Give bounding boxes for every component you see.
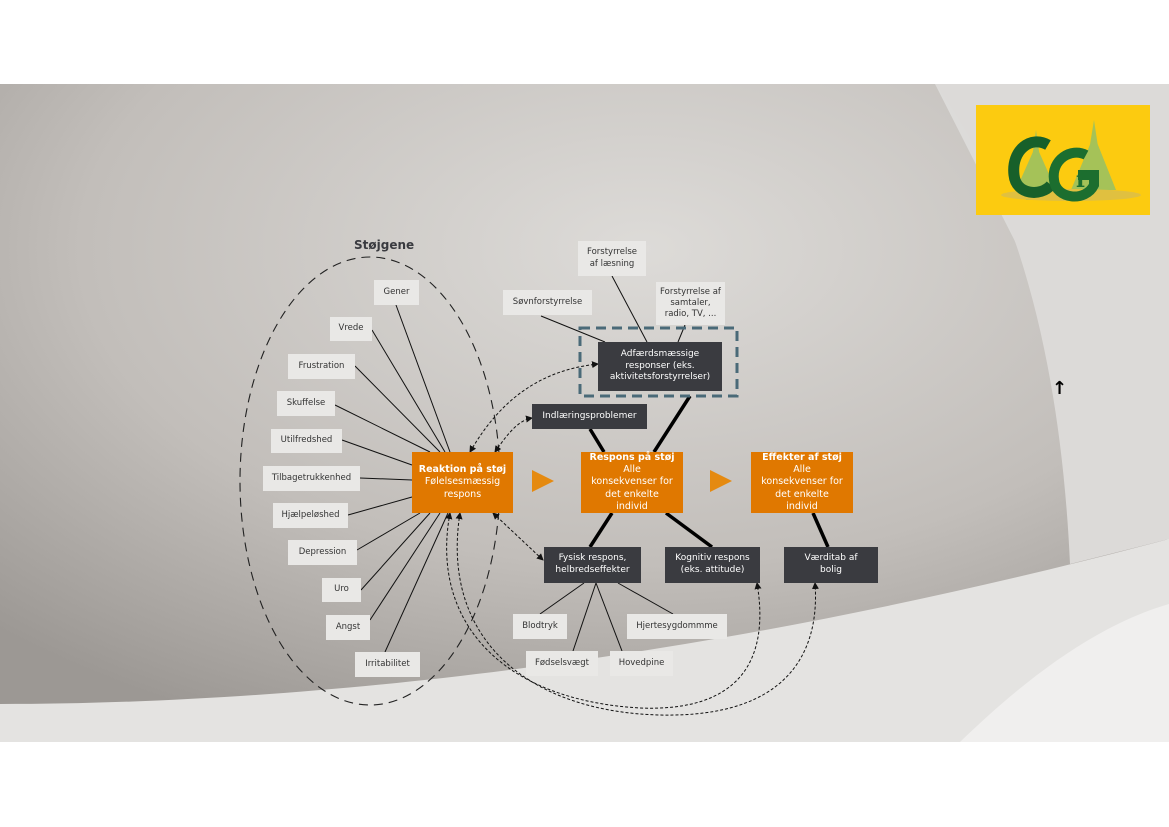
- health-box: Fødselsvægt: [526, 651, 598, 676]
- conversation-disturbance-box: Forstyrrelse af samtaler, radio, TV, ...: [656, 282, 725, 325]
- emotion-box: Angst: [326, 615, 370, 640]
- svg-text:f: f: [1076, 167, 1087, 193]
- health-box: Blodtryk: [513, 614, 567, 639]
- emotion-box: Hjælpeløshed: [273, 503, 348, 528]
- reaction-title: Reaktion på støj: [418, 463, 507, 475]
- up-arrow-icon: ↑: [1052, 378, 1068, 399]
- emotion-box: Uro: [322, 578, 361, 602]
- logo-image: f: [1001, 120, 1141, 202]
- learning-problems-box: Indlæringsproblemer: [532, 404, 647, 429]
- reaction-body: Følelsesmæssig respons: [424, 476, 501, 500]
- effects-title: Effekter af støj: [762, 451, 842, 463]
- effects-body: Alle konsekvenser for det enkelte indivi…: [761, 463, 843, 513]
- emotion-box: Skuffelse: [277, 391, 335, 416]
- flow-arrow-icon: [532, 470, 554, 492]
- diagram-title: Støjgene: [354, 238, 415, 252]
- response-title: Respons på støj: [589, 451, 675, 463]
- response-body: Alle konsekvenser for det enkelte indivi…: [591, 463, 673, 513]
- health-box: Hjertesygdommme: [627, 614, 727, 639]
- flow-arrow-icon: [710, 470, 732, 492]
- emotion-box: Tilbagetrukkenhed: [263, 466, 360, 491]
- emotion-box: Irritabilitet: [355, 652, 420, 677]
- emotion-box: Frustration: [288, 354, 355, 379]
- health-box: Hovedpine: [610, 651, 673, 676]
- effects-box: Effekter af støj Alle konsekvenser for d…: [751, 452, 853, 513]
- behavioral-response-box: Adfærdsmæssige responser (eks. aktivitet…: [598, 342, 722, 391]
- emotion-box: Gener: [374, 280, 419, 305]
- sleep-disturbance-box: Søvnforstyrrelse: [503, 290, 592, 315]
- emotion-box: Depression: [288, 540, 357, 565]
- physical-response-box: Fysisk respons, helbredseffekter: [544, 547, 641, 583]
- ggf-logo: f: [976, 105, 1150, 215]
- value-loss-box: Værditab af bolig: [784, 547, 878, 583]
- reading-disturbance-box: Forstyrrelse af læsning: [578, 241, 646, 276]
- emotion-box: Vrede: [330, 317, 372, 341]
- reaction-box: Reaktion på støj Følelsesmæssig respons: [412, 452, 513, 513]
- emotion-box: Utilfredshed: [271, 429, 342, 453]
- cognitive-response-box: Kognitiv respons (eks. attitude): [665, 547, 760, 583]
- response-box: Respons på støj Alle konsekvenser for de…: [581, 452, 683, 513]
